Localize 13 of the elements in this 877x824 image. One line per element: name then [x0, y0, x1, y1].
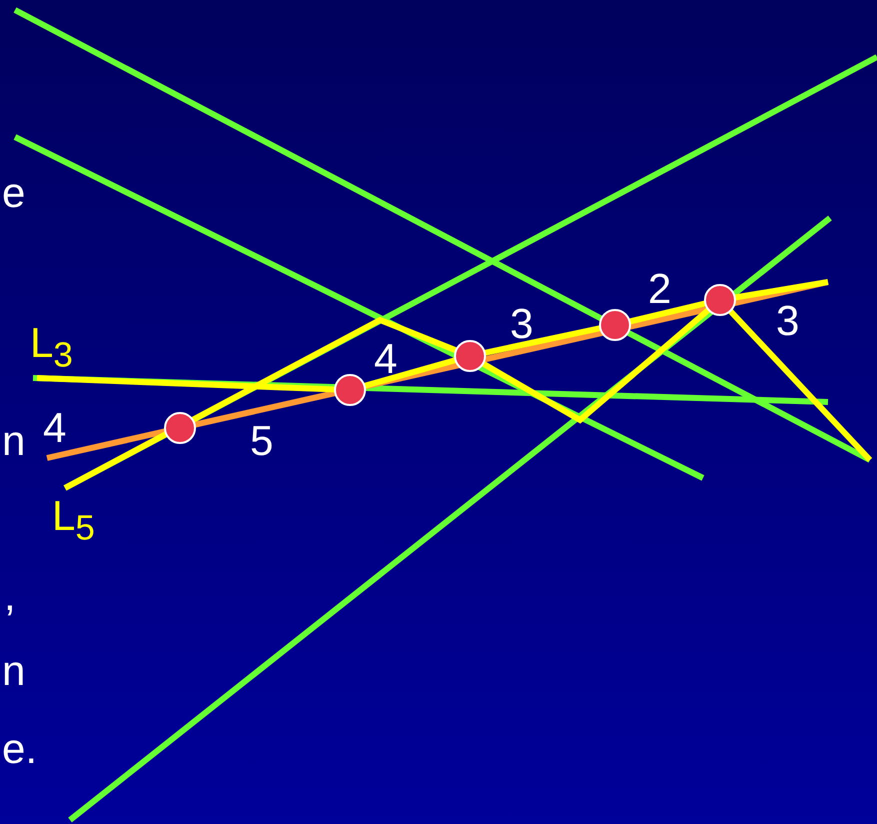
- number-label: 5: [250, 420, 274, 462]
- partial-text: ,: [4, 575, 16, 617]
- line-label: L$_{5}$: [52, 495, 95, 546]
- partial-text: n: [2, 650, 26, 692]
- partial-text: e: [2, 172, 26, 214]
- number-label: 3: [776, 300, 800, 342]
- partial-text: n: [2, 420, 26, 462]
- number-label: 2: [648, 268, 672, 310]
- number-label: 4: [43, 407, 66, 449]
- partial-text: e.: [2, 728, 38, 770]
- number-label: 4: [374, 338, 398, 380]
- line-label: L$_{3}$: [30, 322, 73, 372]
- number-label: 3: [510, 303, 534, 345]
